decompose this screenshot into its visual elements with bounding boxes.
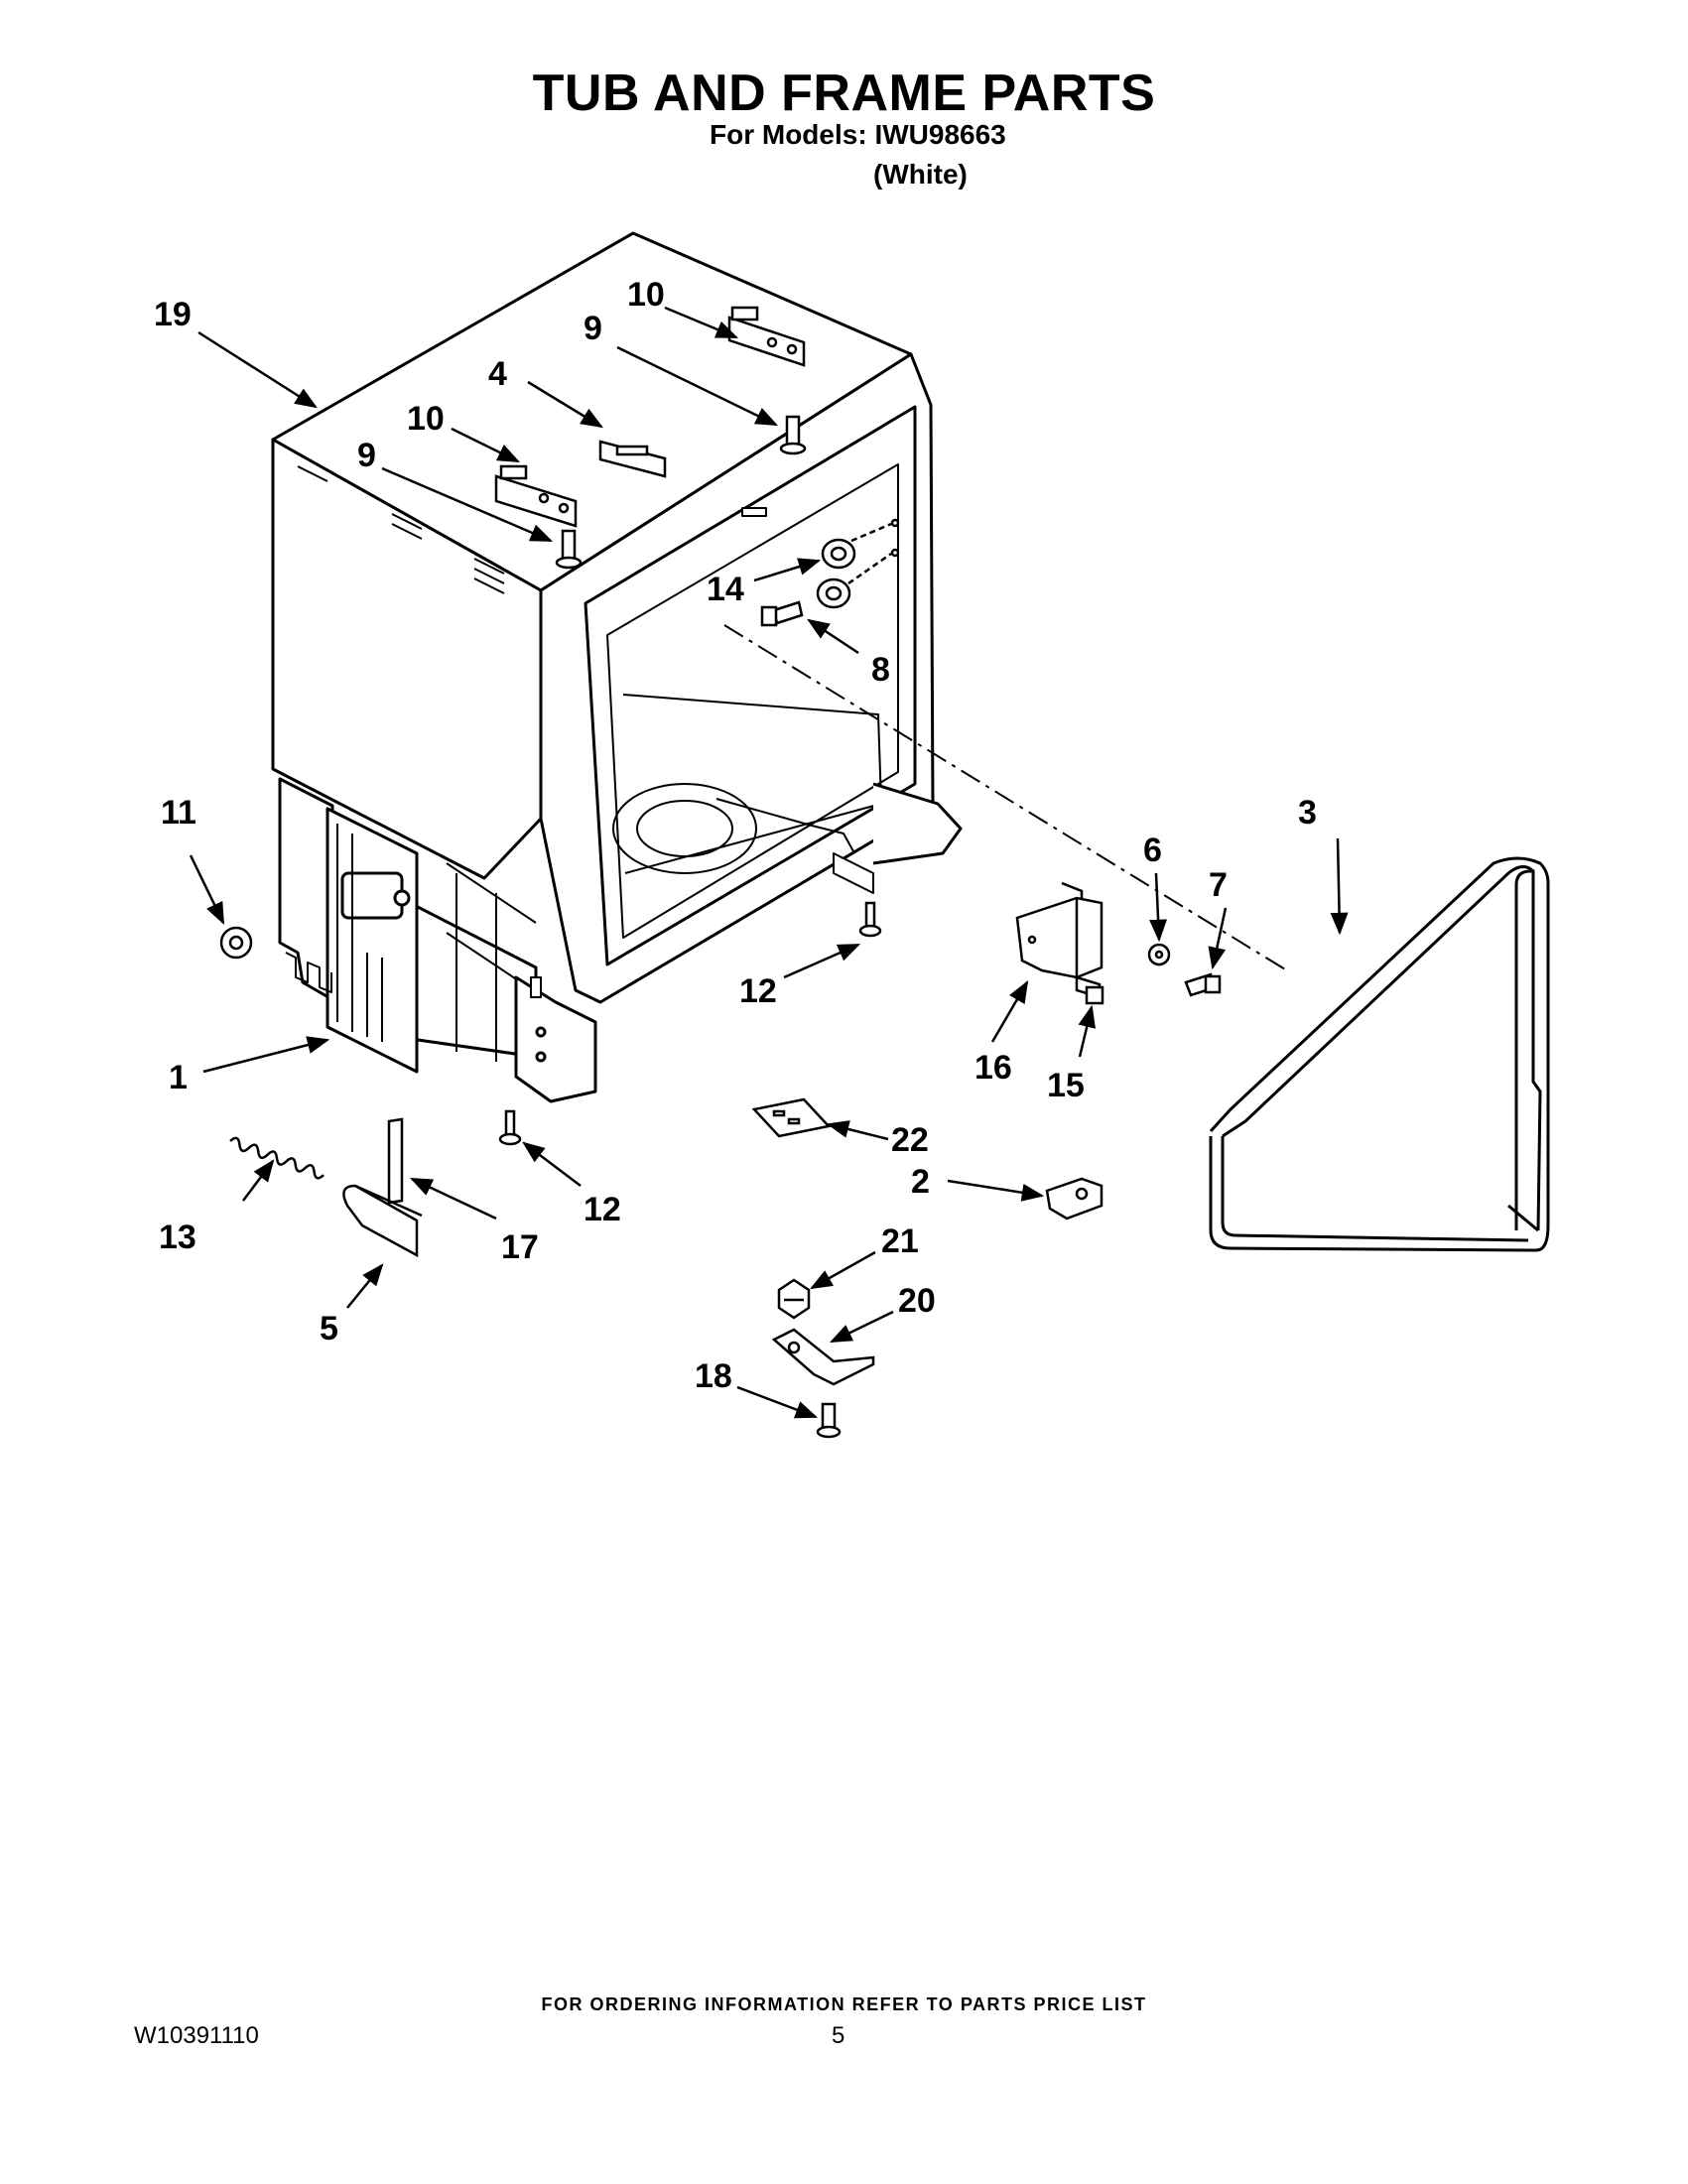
part-leveler-legs [498, 901, 882, 1146]
part-bracket-16 [1015, 881, 1104, 979]
part-hinge-bracket-right [727, 306, 806, 367]
callout-5: 5 [320, 1310, 338, 1348]
callout-21: 21 [881, 1222, 919, 1260]
part-hinge-bracket-left [494, 464, 578, 528]
part-screws-top [555, 415, 807, 570]
callout-9b: 9 [357, 437, 376, 474]
part-nut-6 [1147, 943, 1171, 966]
document-number: W10391110 [134, 2022, 259, 2049]
part-spring-13 [229, 1136, 325, 1180]
models-line: For Models: IWU98663 [710, 119, 1006, 150]
page-number: 5 [832, 2022, 845, 2049]
part-thermostat-21 [777, 1278, 811, 1320]
callout-11: 11 [161, 794, 196, 832]
callout-12: 12 [739, 972, 777, 1010]
callout-15: 15 [1047, 1067, 1085, 1104]
color-line: (White) [873, 159, 968, 190]
part-bracket-20 [771, 1328, 875, 1386]
callout-3: 3 [1298, 794, 1317, 832]
callout-2: 2 [911, 1163, 930, 1201]
callout-12b: 12 [584, 1191, 621, 1228]
part-clip-2 [1045, 1177, 1104, 1220]
tub-assembly [271, 231, 963, 1103]
callout-10: 10 [627, 276, 665, 314]
tub-side-panel [271, 438, 543, 880]
part-cover-5 [342, 1184, 423, 1258]
leader-arrows [189, 306, 1349, 1419]
callout-18: 18 [695, 1357, 732, 1395]
part-screw-8 [760, 600, 804, 627]
part-strip-17 [387, 1117, 404, 1205]
callout-22: 22 [891, 1121, 929, 1159]
callout-20: 20 [898, 1282, 936, 1320]
callout-19: 19 [154, 296, 192, 333]
callout-1: 1 [169, 1059, 188, 1096]
part-rack-roller [816, 518, 900, 609]
page-title: TUB AND FRAME PARTS [532, 64, 1156, 122]
ordering-note: FOR ORDERING INFORMATION REFER TO PARTS … [541, 1994, 1147, 2014]
assembly-line [723, 624, 1291, 973]
part-screw-7 [1184, 972, 1222, 997]
part-screw-15 [1075, 975, 1104, 1005]
callout-17: 17 [501, 1228, 539, 1266]
part-plate-22 [751, 1097, 832, 1138]
callout-14: 14 [707, 571, 744, 608]
part-screw-18 [816, 1402, 842, 1439]
callout-7: 7 [1209, 866, 1228, 904]
part-wheel-11 [219, 926, 253, 960]
callout-13: 13 [159, 1219, 196, 1256]
page-header: TUB AND FRAME PARTS For Models: IWU98663… [0, 0, 1688, 198]
callout-8: 8 [871, 651, 890, 689]
callout-4: 4 [488, 355, 507, 393]
callout-6: 6 [1143, 832, 1162, 869]
callout-9: 9 [584, 310, 602, 347]
callout-16: 16 [974, 1049, 1012, 1087]
callout-labels: 19 10 9 4 10 9 14 8 11 12 1 12 16 15 6 7… [154, 276, 1317, 1395]
part-top-bracket [598, 440, 667, 478]
part-gasket-3 [1209, 856, 1550, 1252]
callout-10b: 10 [407, 400, 445, 438]
